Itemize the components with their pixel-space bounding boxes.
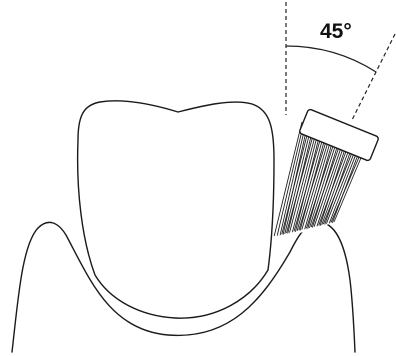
angle-arc (286, 46, 376, 72)
angle-label: 45° (320, 20, 352, 43)
angled-guide-line (352, 34, 395, 120)
tooth-crown (78, 101, 274, 318)
